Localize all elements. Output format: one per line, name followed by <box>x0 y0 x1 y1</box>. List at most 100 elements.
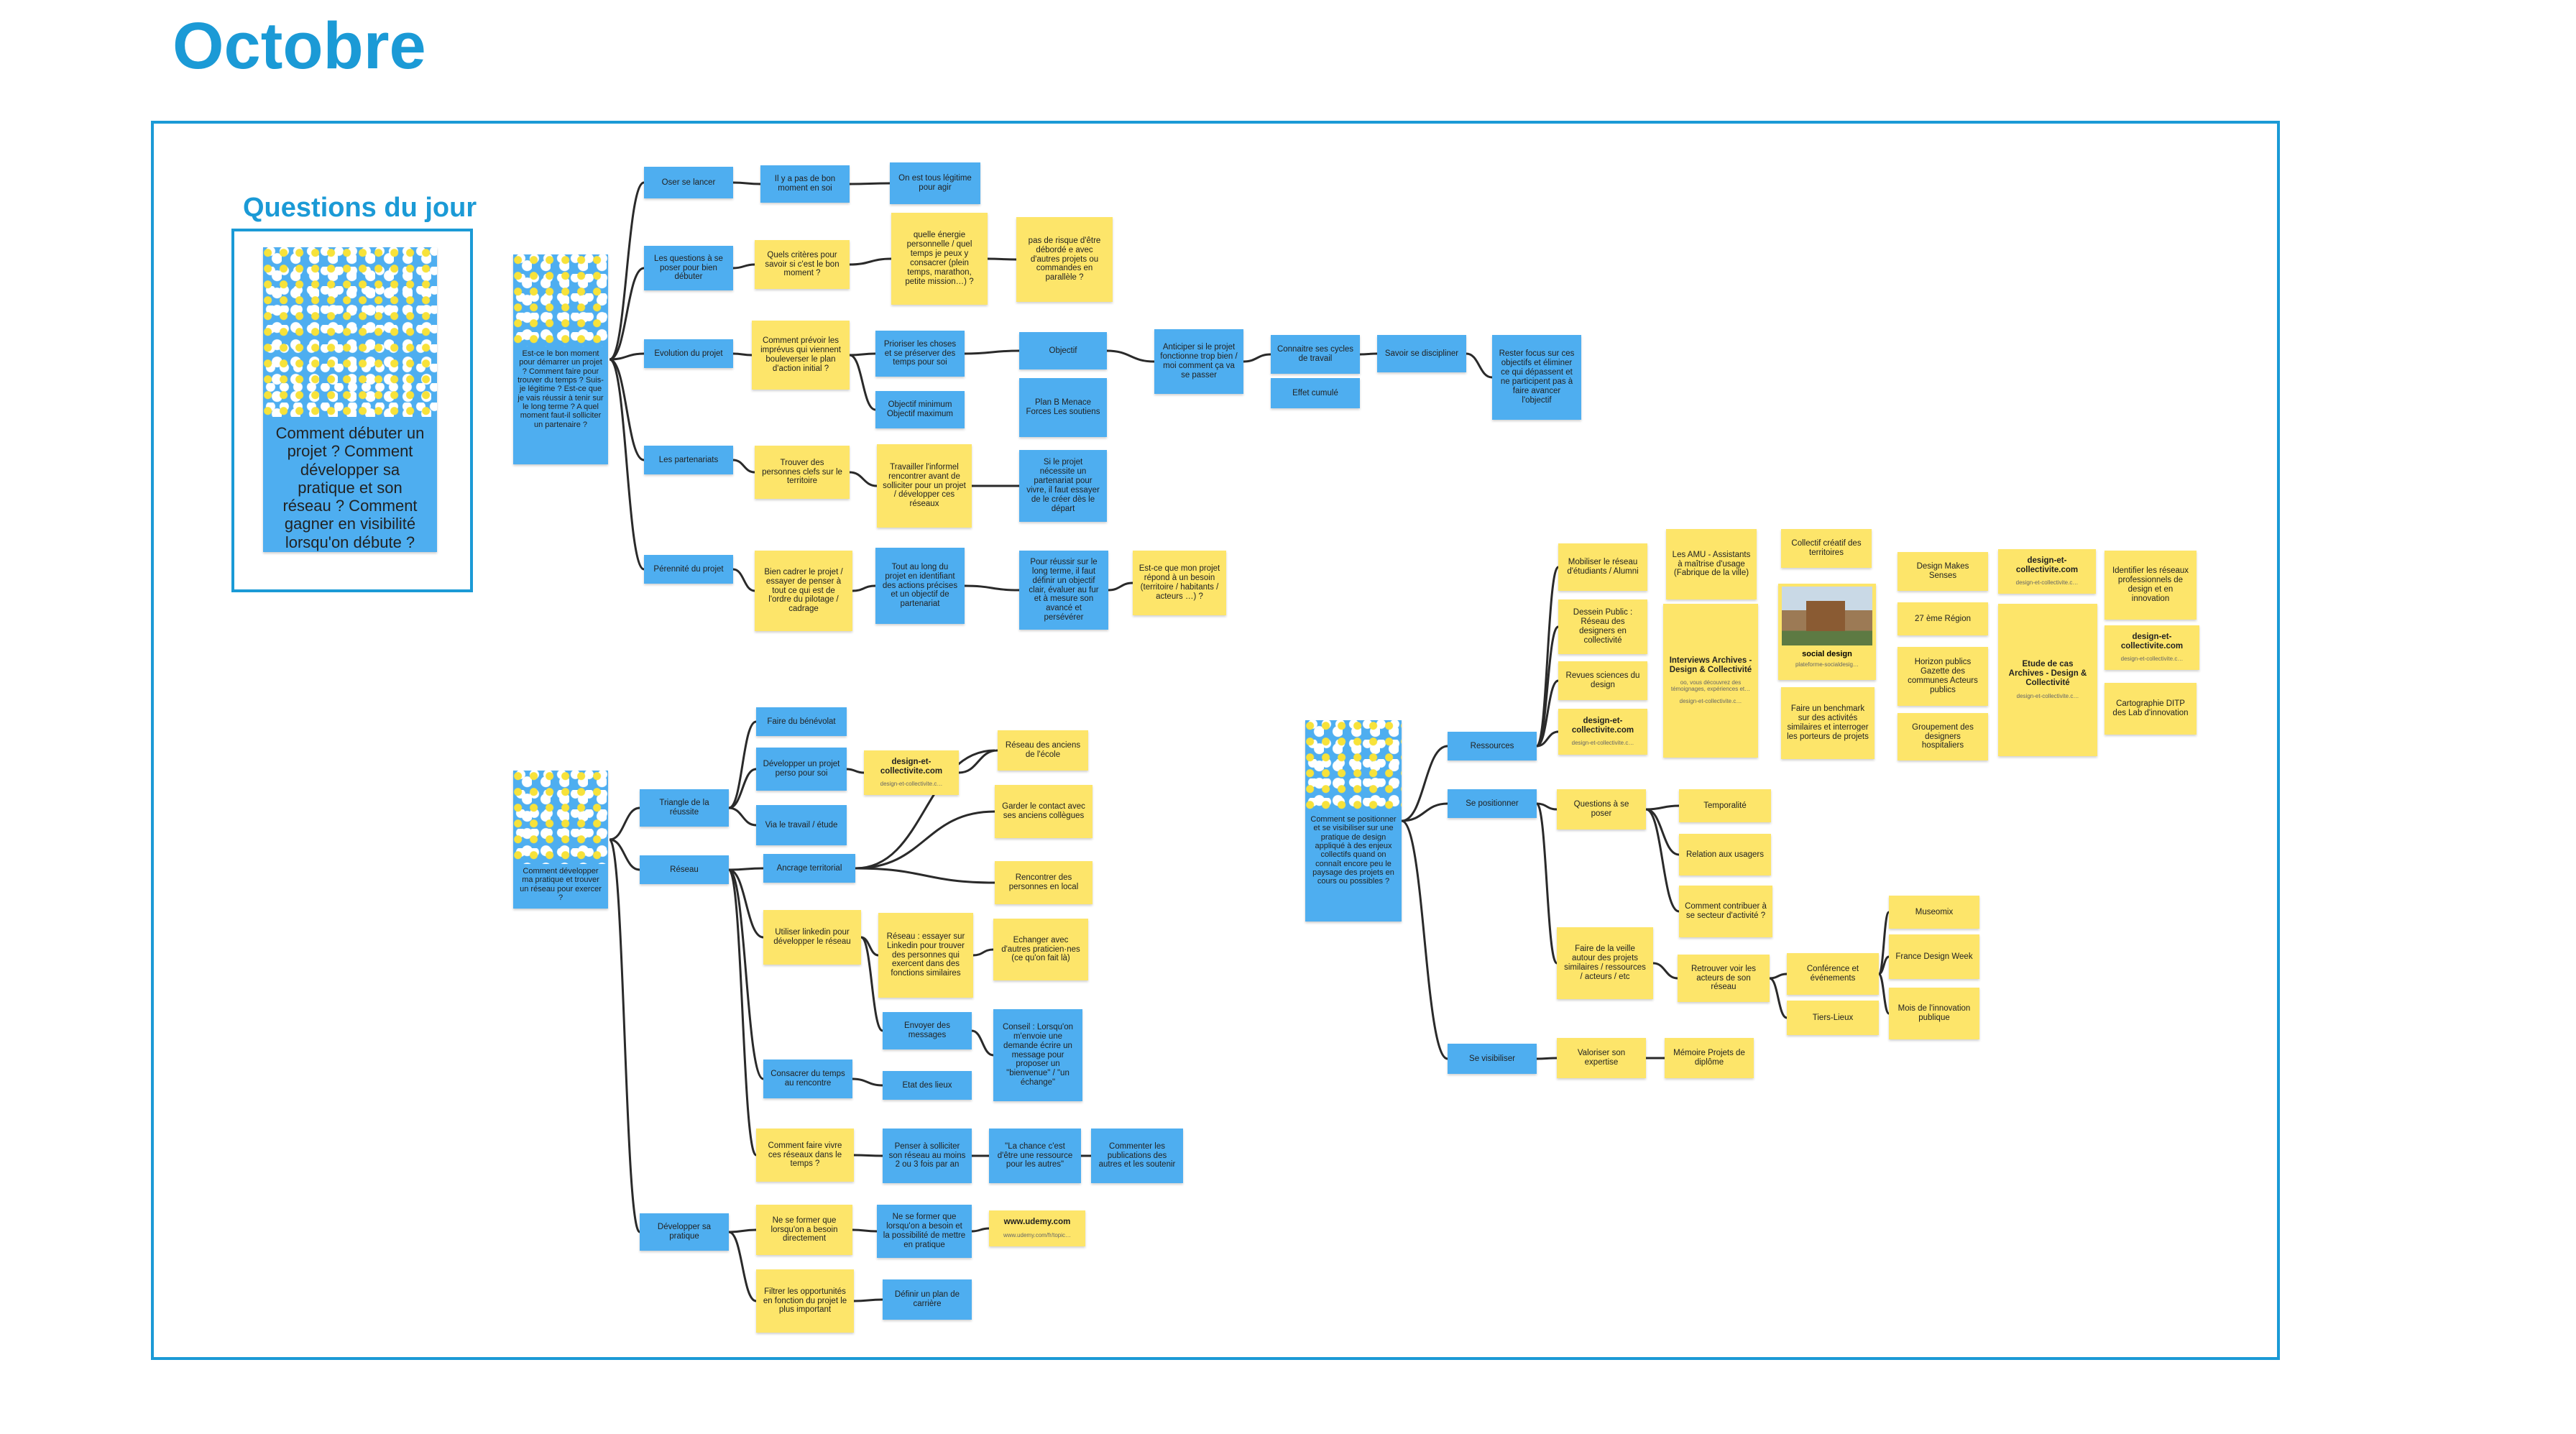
node-museomix[interactable]: Museomix <box>1889 896 1979 929</box>
node-tiers-lieux[interactable]: Tiers-Lieux <box>1787 1001 1879 1035</box>
node-consacrer-temps[interactable]: Consacrer du temps au rencontre <box>763 1060 852 1098</box>
node-rester-focus[interactable]: Rester focus sur ces objectifs et élimin… <box>1492 335 1581 420</box>
node-temporalite[interactable]: Temporalité <box>1679 789 1771 822</box>
node-horizon-publics[interactable]: Horizon publics Gazette des communes Act… <box>1898 647 1988 706</box>
node-collectif-creatif[interactable]: Collectif créatif des territoires <box>1781 529 1872 568</box>
link-card-design-collectivite[interactable]: design-et-collectivite.com design-et-col… <box>864 750 959 795</box>
node-memoire-diplome[interactable]: Mémoire Projets de diplôme <box>1665 1038 1754 1078</box>
node-revues-sciences[interactable]: Revues sciences du design <box>1558 661 1647 700</box>
node-triangle-reussite[interactable]: Triangle de la réussite <box>640 789 729 827</box>
node-commenter-publications[interactable]: Commenter les publications des autres et… <box>1091 1129 1183 1183</box>
node-developper-pratique[interactable]: Développer sa pratique <box>640 1213 729 1251</box>
connector-line <box>732 181 761 185</box>
node-amu[interactable]: Les AMU - Assistants à maîtrise d'usage … <box>1666 529 1757 599</box>
node-plan-carriere[interactable]: Définir un plan de carrière <box>883 1279 972 1320</box>
node-retrouver-acteurs[interactable]: Retrouver voir les acteurs de son réseau <box>1678 955 1770 1002</box>
link-card-interviews[interactable]: Interviews Archives - Design & Collectiv… <box>1663 604 1758 758</box>
node-dessein-public[interactable]: Dessein Public : Réseau des designers en… <box>1558 599 1647 654</box>
node-anticiper[interactable]: Anticiper si le projet fonctionne trop b… <box>1154 329 1243 394</box>
node-benchmark[interactable]: Faire un benchmark sur des activités sim… <box>1781 687 1874 759</box>
node-tout-au-long[interactable]: Tout au long du projet en identifiant de… <box>875 548 965 624</box>
node-tous-legitime[interactable]: On est tous légitime pour agir <box>890 162 980 204</box>
node-criteres-bon-moment[interactable]: Quels critères pour savoir si c'est le b… <box>755 240 850 289</box>
node-ressources[interactable]: Ressources <box>1448 732 1537 760</box>
node-reseau[interactable]: Réseau <box>640 855 729 884</box>
node-se-former-pratique[interactable]: Ne se former que lorsqu'on a besoin et l… <box>877 1205 972 1258</box>
node-projet-perso[interactable]: Développer un projet perso pour soi <box>756 748 847 791</box>
node-reussir-long-terme[interactable]: Pour réussir sur le long terme, il faut … <box>1019 551 1108 630</box>
map3-root-card[interactable]: Comment se positionner et se visibiliser… <box>1305 720 1402 921</box>
node-partenariat-des-depart[interactable]: Si le projet nécessite un partenariat po… <box>1019 450 1107 522</box>
link-card-design-collectivite[interactable]: design-et-collectivite.com design-et-col… <box>2104 625 2199 670</box>
node-imprevus[interactable]: Comment prévoir les imprévus qui viennen… <box>752 321 850 390</box>
connector-line <box>971 1029 994 1057</box>
node-garder-contact[interactable]: Garder le contact avec ses anciens collè… <box>995 785 1092 838</box>
node-etat-des-lieux[interactable]: Etat des lieux <box>883 1071 972 1100</box>
node-se-discipliner[interactable]: Savoir se discipliner <box>1377 335 1466 372</box>
node-identifier-reseaux[interactable]: Identifier les réseaux professionnels de… <box>2104 551 2196 620</box>
questions-frame[interactable] <box>231 229 473 592</box>
node-se-positionner[interactable]: Se positionner <box>1448 789 1537 818</box>
node-envoyer-messages[interactable]: Envoyer des messages <box>883 1012 972 1049</box>
node-filtrer-opportunites[interactable]: Filtrer les opportunités en fonction du … <box>756 1269 854 1333</box>
link-card-design-collectivite[interactable]: design-et-collectivite.com design-et-col… <box>1558 709 1647 755</box>
node-cycles-travail[interactable]: Connaitre ses cycles de travail <box>1271 335 1360 374</box>
node-chance-ressource[interactable]: "La chance c'est d'être une ressource po… <box>989 1129 1081 1183</box>
node-echanger-praticiens[interactable]: Echanger avec d'autres praticien·nes (ce… <box>993 919 1088 980</box>
link-card-etude-de-cas[interactable]: Etude de cas Archives - Design & Collect… <box>1998 604 2097 756</box>
map1-root-card[interactable]: Est-ce le bon moment pour démarrer un pr… <box>513 254 608 464</box>
node-questions-debuter[interactable]: Les questions à se poser pour bien début… <box>644 246 733 290</box>
node-objectif[interactable]: Objectif <box>1019 332 1107 369</box>
board-frame[interactable] <box>151 121 2280 1360</box>
node-groupement-designers[interactable]: Groupement des designers hospitaliers <box>1898 713 1988 760</box>
connector-line <box>728 1231 757 1302</box>
node-risque-deborde[interactable]: pas de risque d'être débordé e avec d'au… <box>1016 217 1113 302</box>
social-design-photo <box>1782 587 1872 645</box>
node-repond-besoin[interactable]: Est-ce que mon projet répond à un besoin… <box>1133 551 1226 615</box>
main-question-card[interactable]: Comment débuter un projet ? Comment déve… <box>263 247 437 552</box>
node-se-visibiliser[interactable]: Se visibiliser <box>1448 1044 1537 1074</box>
node-travailler-informel[interactable]: Travailler l'informel rencontrer avant d… <box>877 444 972 528</box>
node-contribuer-secteur[interactable]: Comment contribuer à se secteur d'activi… <box>1679 886 1772 937</box>
node-trouver-personnes-clefs[interactable]: Trouver des personnes clefs sur le terri… <box>755 446 850 499</box>
node-questions-a-se-poser[interactable]: Questions à se poser <box>1557 789 1646 829</box>
node-conference-evenements[interactable]: Conférence et événements <box>1787 953 1879 995</box>
node-design-makes-senses[interactable]: Design Makes Senses <box>1898 552 1988 591</box>
link-card-udemy[interactable]: www.udemy.com www.udemy.com/fr/topic… <box>989 1210 1085 1246</box>
node-se-former-besoin[interactable]: Ne se former que lorsqu'on a besoin dire… <box>756 1205 852 1255</box>
node-pas-de-bon-moment[interactable]: Il y a pas de bon moment en soi <box>760 165 850 203</box>
node-oser-se-lancer[interactable]: Oser se lancer <box>644 167 733 198</box>
node-faire-veille[interactable]: Faire de la veille autour des projets si… <box>1557 927 1653 999</box>
node-bien-cadrer[interactable]: Bien cadrer le projet / essayer de pense… <box>755 551 852 631</box>
node-partenariats[interactable]: Les partenariats <box>644 446 733 474</box>
node-reseau-anciens[interactable]: Réseau des anciens de l'école <box>998 730 1088 771</box>
node-cartographie-ditp[interactable]: Cartographie DITP des Lab d'innovation <box>2104 683 2196 735</box>
node-utiliser-linkedin[interactable]: Utiliser linkedin pour développer le rés… <box>763 910 861 965</box>
link-card-social-design[interactable]: social design plateforme-socialdesig… <box>1778 584 1876 680</box>
link-card-design-collectivite[interactable]: design-et-collectivite.com design-et-col… <box>1998 549 2096 594</box>
node-rencontrer-local[interactable]: Rencontrer des personnes en local <box>995 861 1092 904</box>
node-solliciter-reseau[interactable]: Penser à solliciter son réseau au moins … <box>883 1129 972 1183</box>
node-mois-innovation[interactable]: Mois de l'innovation publique <box>1889 988 1979 1039</box>
node-27-region[interactable]: 27 ème Région <box>1898 602 1988 635</box>
node-effet-cumule[interactable]: Effet cumulé <box>1271 378 1360 408</box>
connector-line <box>860 936 883 1032</box>
node-plan-b[interactable]: Plan B Menace Forces Les soutiens <box>1019 378 1107 437</box>
node-perennite[interactable]: Pérennité du projet <box>644 555 733 584</box>
node-via-travail[interactable]: Via le travail / étude <box>756 805 847 845</box>
node-france-design-week[interactable]: France Design Week <box>1889 934 1979 979</box>
node-ancrage-territorial[interactable]: Ancrage territorial <box>763 854 855 883</box>
node-objectif-min-max[interactable]: Objectif minimum Objectif maximum <box>875 391 965 428</box>
node-valoriser-expertise[interactable]: Valoriser son expertise <box>1557 1038 1646 1078</box>
node-reseau-linkedin[interactable]: Réseau : essayer sur Linkedin pour trouv… <box>878 913 973 998</box>
node-relation-usagers[interactable]: Relation aux usagers <box>1679 834 1771 875</box>
node-evolution-projet[interactable]: Evolution du projet <box>644 339 733 368</box>
node-faire-vivre-reseaux[interactable]: Comment faire vivre ces réseaux dans le … <box>756 1129 854 1182</box>
node-benevolat[interactable]: Faire du bénévolat <box>756 707 847 736</box>
map2-root-card[interactable]: Comment développer ma pratique et trouve… <box>513 771 608 909</box>
node-prioriser[interactable]: Prioriser les choses et se préserver des… <box>875 331 965 377</box>
node-energie-personnelle[interactable]: quelle énergie personnelle / quel temps … <box>891 213 988 305</box>
node-mobiliser-alumni[interactable]: Mobiliser le réseau d'étudiants / Alumni <box>1558 543 1647 591</box>
node-conseil-message[interactable]: Conseil : Lorsqu'on m'envoie une demande… <box>993 1009 1082 1101</box>
